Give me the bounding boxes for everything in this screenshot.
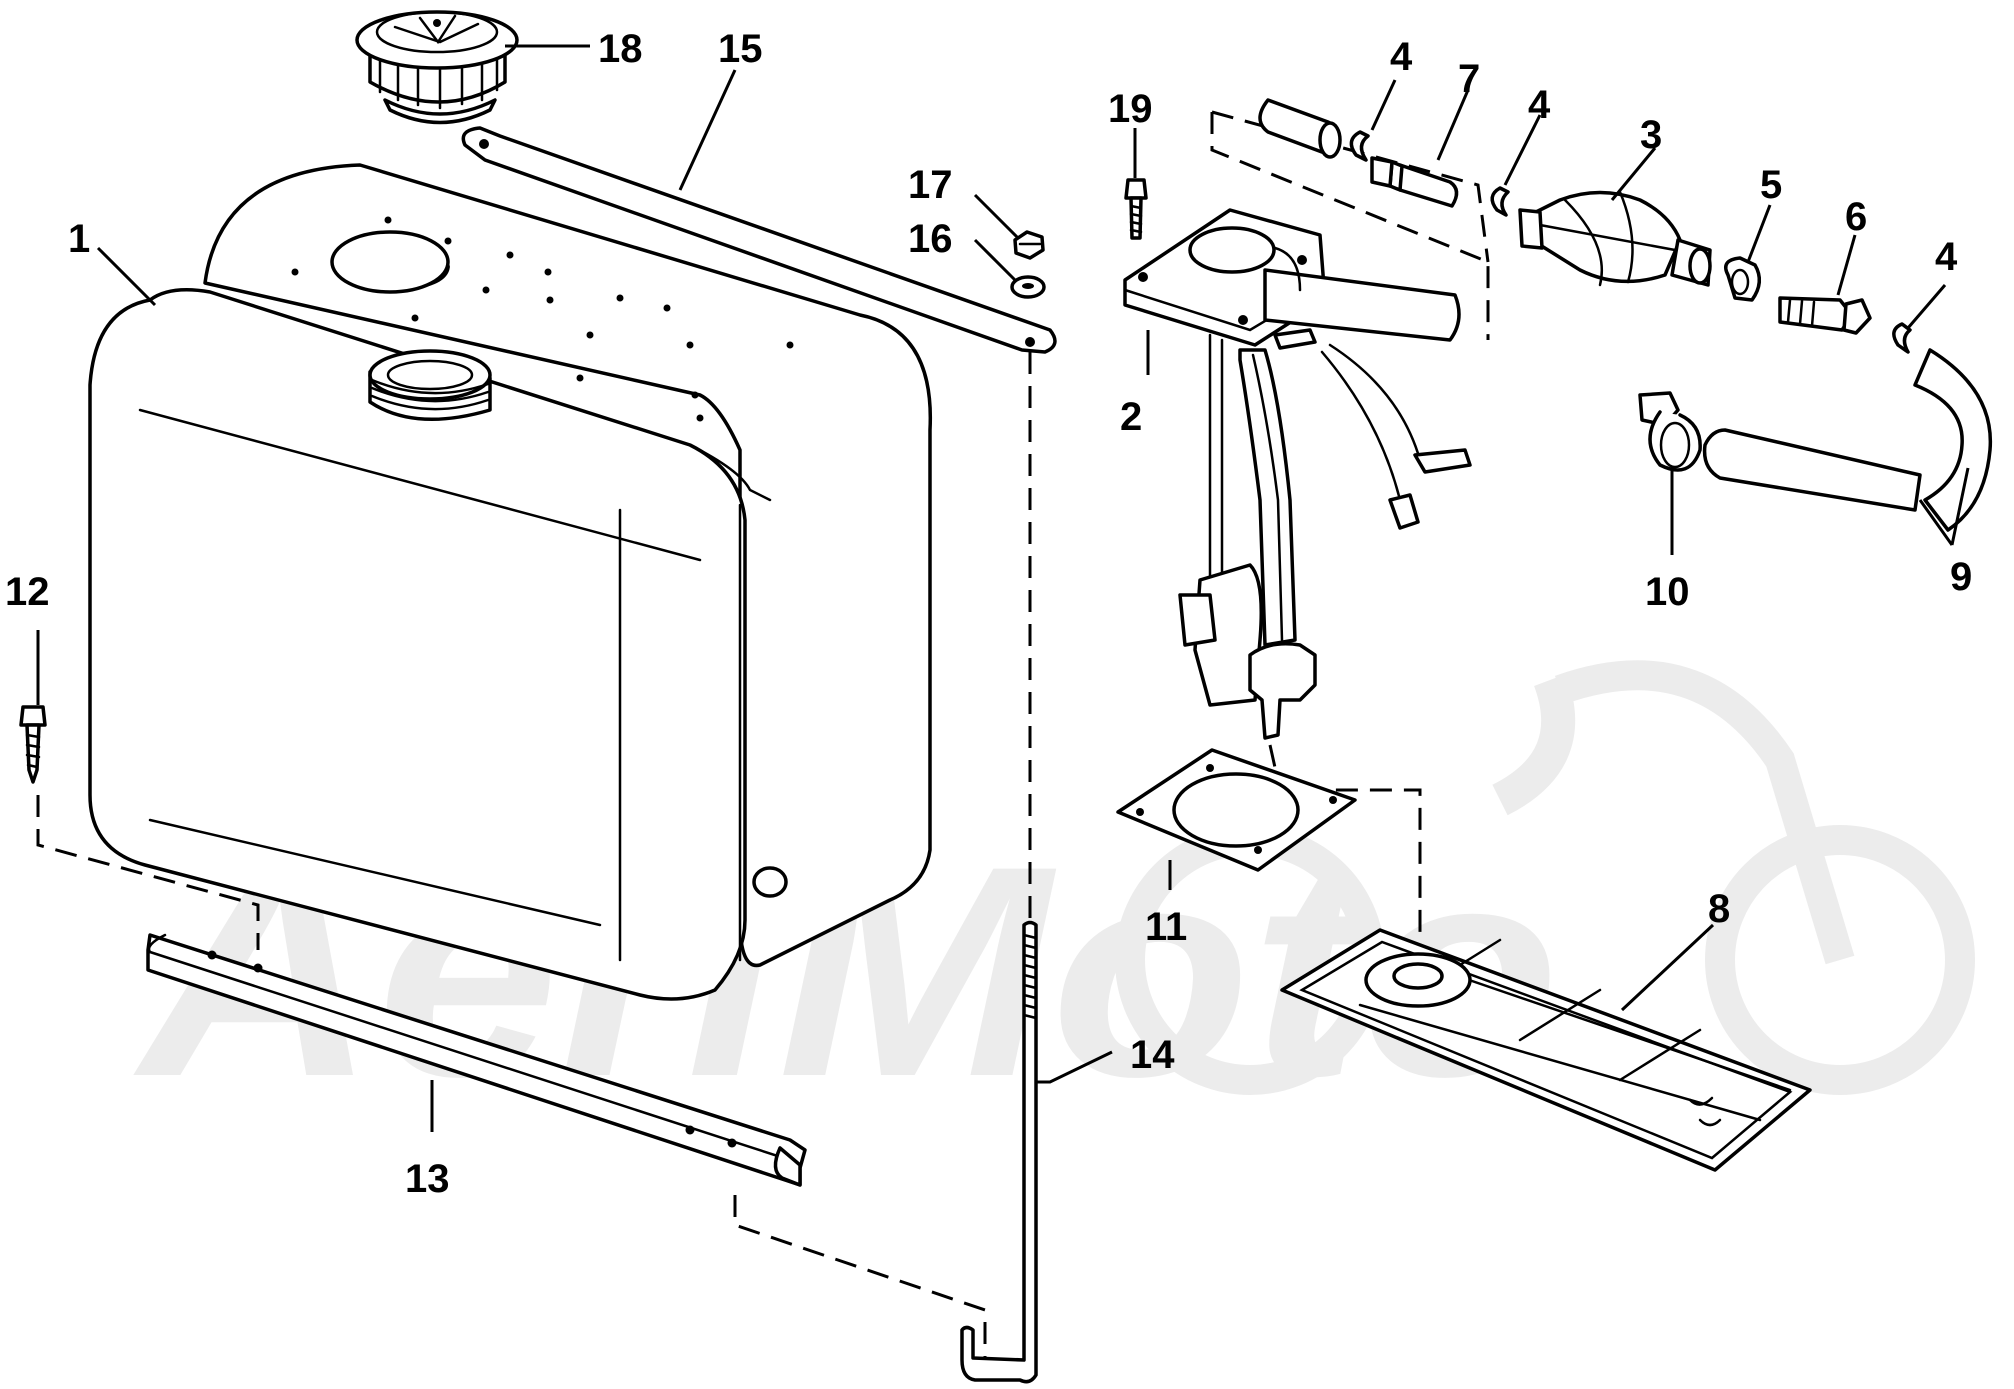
washer (1010, 275, 1046, 299)
nut (1013, 230, 1045, 260)
fuel-filter-screen (1280, 928, 1812, 1172)
tank-vent-holes (291, 216, 794, 422)
callout-12: 12 (5, 570, 50, 614)
pickup-bolt (1124, 178, 1148, 240)
callout-4-left: 4 (1390, 35, 1413, 79)
callout-15: 15 (718, 27, 763, 71)
hose-clamp-5 (1724, 256, 1762, 302)
callout-17: 17 (908, 163, 953, 207)
callout-2: 2 (1120, 395, 1142, 439)
callouts: 1 2 3 4 7 4 5 6 4 9 10 8 11 12 13 14 15 … (5, 27, 1972, 1201)
gasket (1116, 748, 1357, 872)
primer-bulb (1518, 190, 1712, 287)
callout-1: 1 (68, 217, 90, 261)
callout-8: 8 (1708, 887, 1730, 931)
short-hose (1258, 98, 1342, 159)
callout-16: 16 (908, 217, 953, 261)
callout-7: 7 (1458, 57, 1480, 101)
fuel-tank (88, 163, 933, 1001)
mounting-screw (19, 705, 47, 784)
hose-clip-right (1892, 322, 1912, 354)
mounting-bracket (146, 933, 807, 1187)
callout-6: 6 (1845, 195, 1867, 239)
j-bolt-rod (960, 920, 1038, 1384)
callout-9: 9 (1950, 555, 1972, 599)
hose-fitting (1370, 156, 1459, 208)
callout-5: 5 (1760, 163, 1782, 207)
hose-clip-upper-right (1490, 186, 1510, 217)
callout-13: 13 (405, 1157, 450, 1201)
callout-3: 3 (1640, 113, 1662, 157)
hold-down-strap (461, 126, 1057, 354)
fuel-cap (355, 10, 519, 125)
fuel-hoses (1702, 348, 1993, 532)
callout-18: 18 (598, 27, 643, 71)
callout-4-middle: 4 (1528, 83, 1551, 127)
spring-clamp (1638, 391, 1702, 472)
assembly-lines (36, 110, 1490, 1365)
hose-clip-upper-left (1349, 130, 1370, 162)
callout-4-right: 4 (1935, 235, 1958, 279)
callout-19: 19 (1108, 87, 1153, 131)
callout-10: 10 (1645, 570, 1690, 614)
callout-11: 11 (1145, 905, 1187, 949)
leader-lines (36, 44, 1970, 1132)
callout-14: 14 (1130, 1033, 1175, 1077)
connector-fitting (1778, 296, 1872, 335)
fuel-pickup-assembly (1123, 208, 1472, 740)
